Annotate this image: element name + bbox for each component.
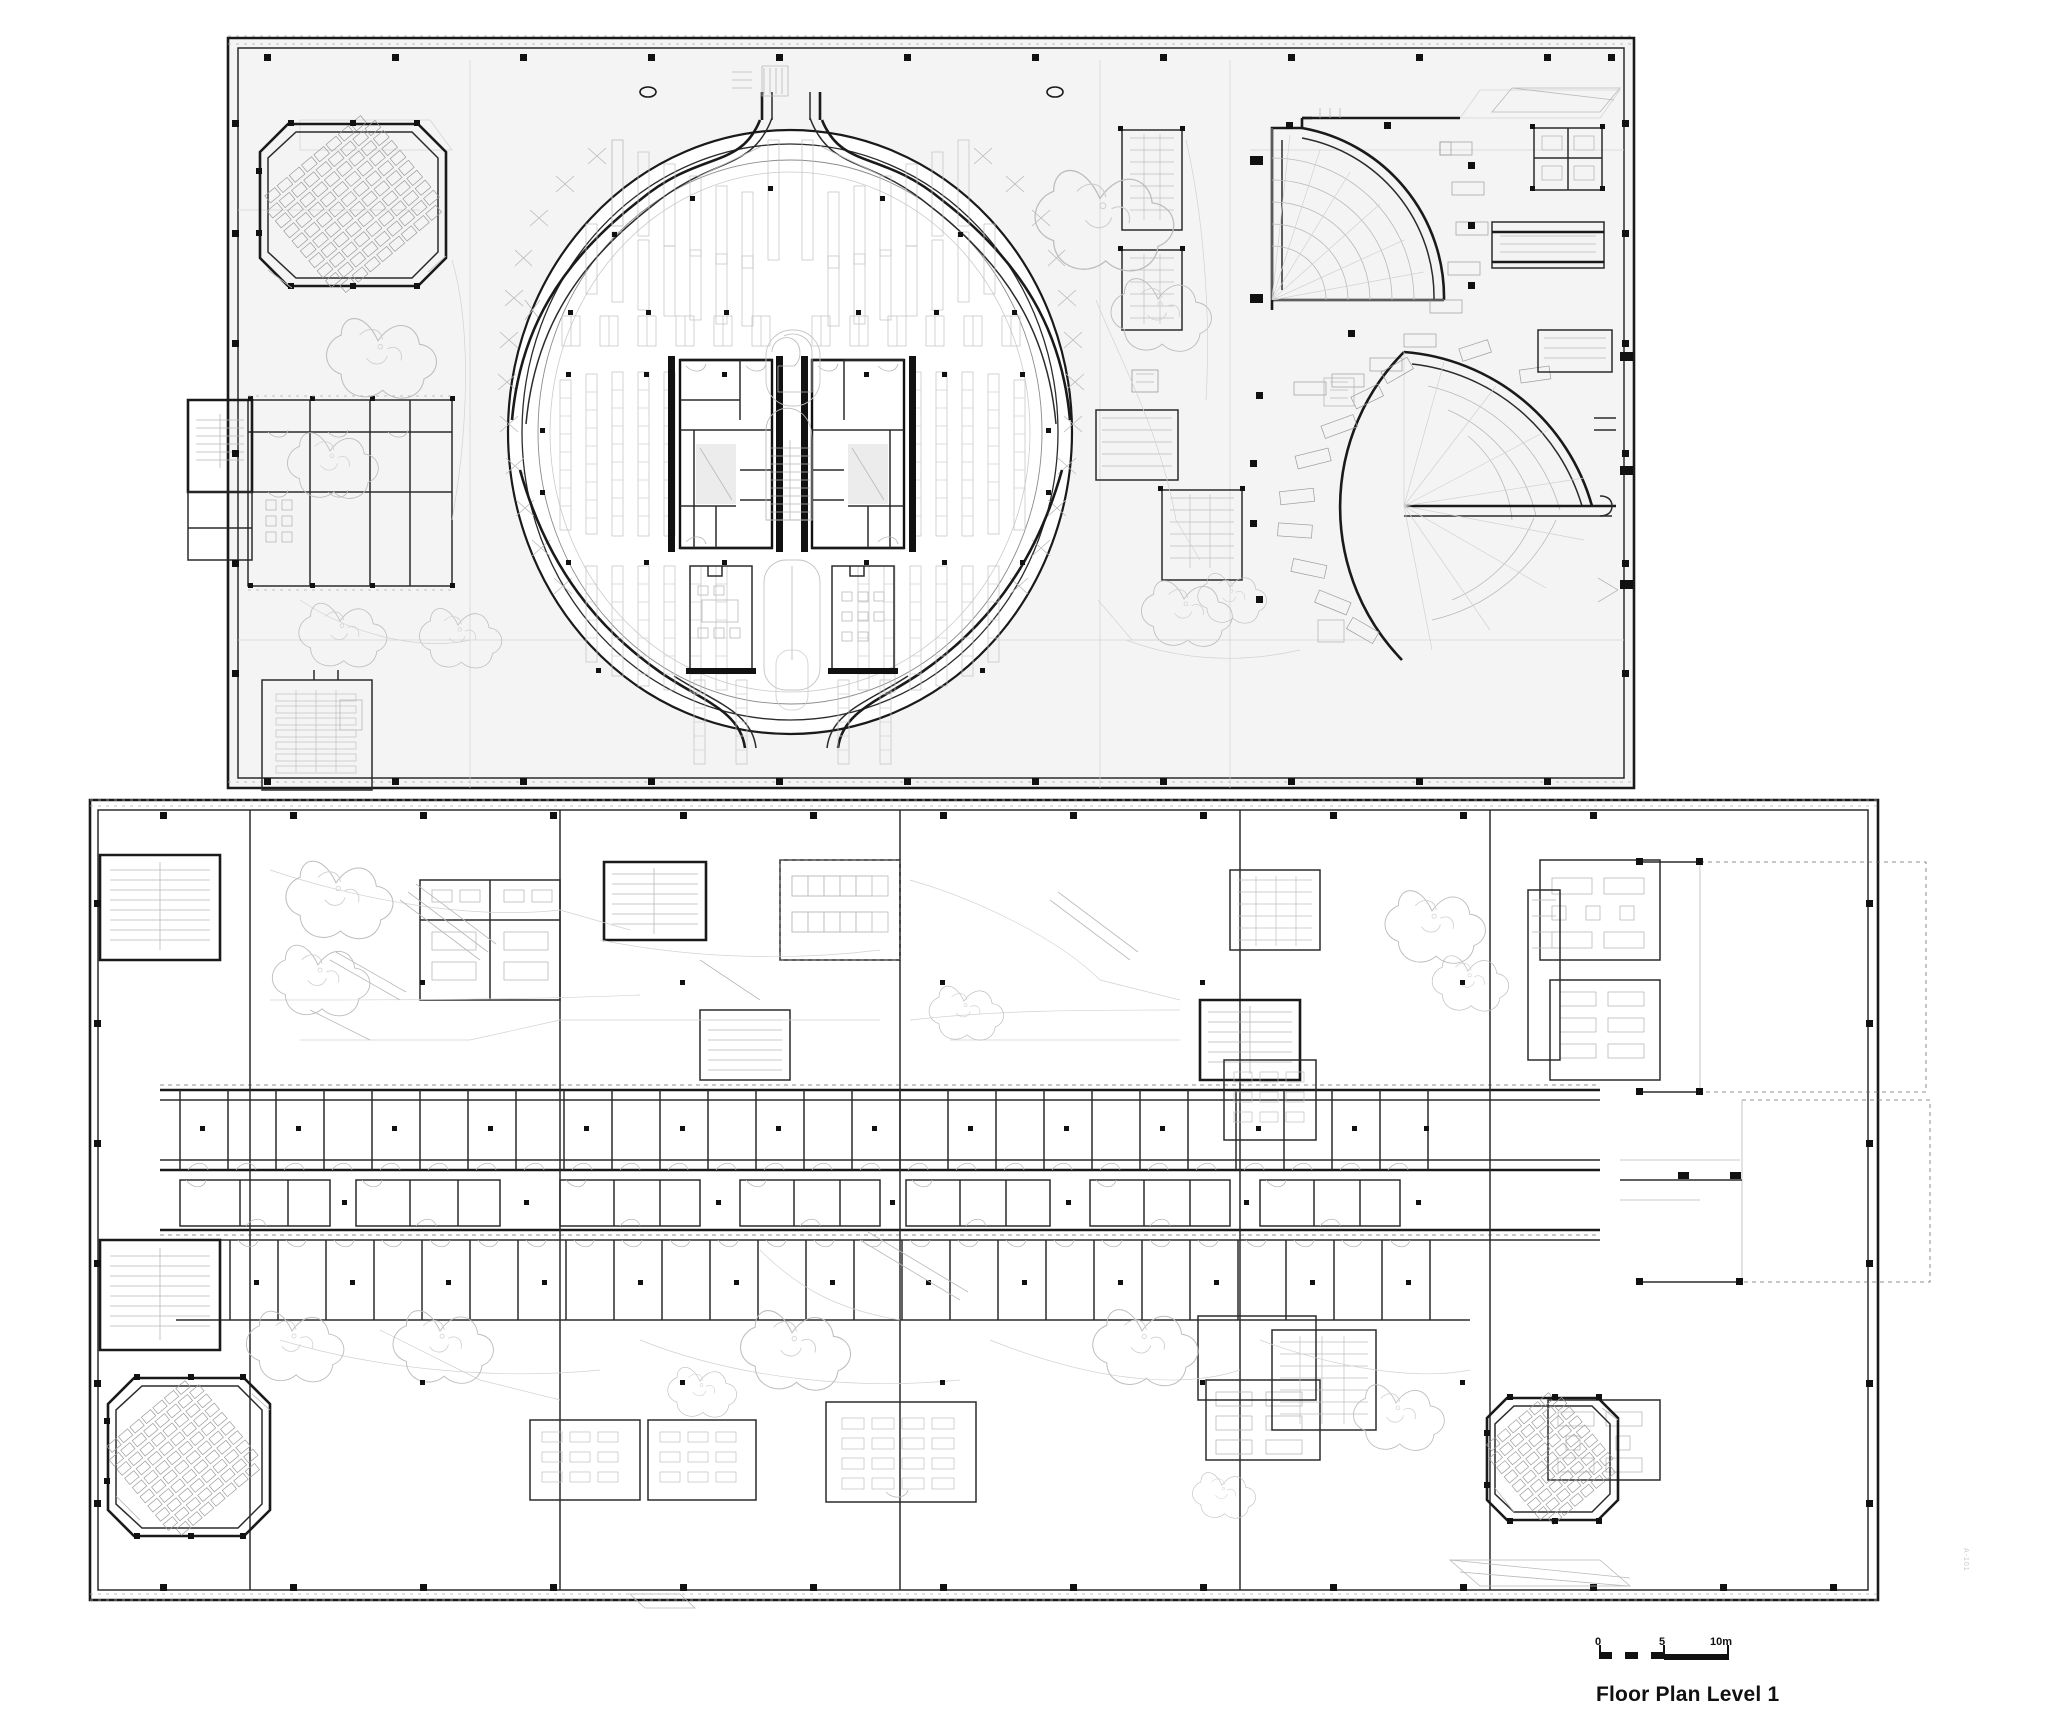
south-classrooms xyxy=(530,890,1561,1503)
scale-bar: 0 5 10m xyxy=(1595,1636,1737,1670)
atrium-meeting-west xyxy=(686,565,756,674)
drawing-title: Floor Plan Level 1 xyxy=(1596,1683,1780,1706)
fan-auditorium-lower xyxy=(1250,330,1633,661)
atrium-meeting-east xyxy=(828,565,898,674)
north-east-service-rooms xyxy=(1095,126,1245,581)
octagon-lecture-hall-sw xyxy=(104,1374,272,1539)
elliptical-reading-atrium xyxy=(497,92,1085,765)
south-stair-cores xyxy=(98,853,1302,1352)
site-boundary xyxy=(90,35,1878,1601)
scale-tick-0: 0 xyxy=(1595,1636,1602,1648)
cell-row-upper xyxy=(179,1090,1429,1171)
expansion-zones xyxy=(1620,858,1931,1285)
fan-auditorium-upper xyxy=(1250,108,1489,396)
atrium-core-west xyxy=(668,356,783,552)
cell-row-pods xyxy=(179,1179,1421,1227)
octagon-lecture-hall-se xyxy=(1484,1392,1620,1525)
sheet-edge-code: A-101 xyxy=(1962,1548,1969,1572)
north-west-rooms xyxy=(186,395,456,591)
south-meeting-clusters xyxy=(419,859,1661,1481)
reading-desks-upper xyxy=(561,139,1021,347)
atrium-central-stair xyxy=(763,329,821,711)
atrium-core-east xyxy=(801,356,916,552)
octagon-lecture-hall-nw xyxy=(256,115,448,293)
scale-tick-5: 5 xyxy=(1659,1636,1666,1648)
north-admin-cluster xyxy=(1491,124,1613,373)
shell-truss xyxy=(524,299,541,321)
north-landscape-paths xyxy=(299,139,1301,659)
structural-column-grid xyxy=(94,54,1873,1591)
north-west-lower-hall xyxy=(261,670,373,791)
north-furniture-misc xyxy=(639,65,1355,643)
atrium-entry-jaws xyxy=(510,92,1072,425)
reading-desks-lower xyxy=(585,565,1000,693)
south-landscape xyxy=(269,869,1471,1401)
scale-bar-graphic xyxy=(1599,1645,1729,1660)
courtyard-ramps xyxy=(309,883,1139,1301)
scale-tick-10: 10m xyxy=(1710,1636,1733,1648)
exterior-ramps xyxy=(628,87,1632,1609)
